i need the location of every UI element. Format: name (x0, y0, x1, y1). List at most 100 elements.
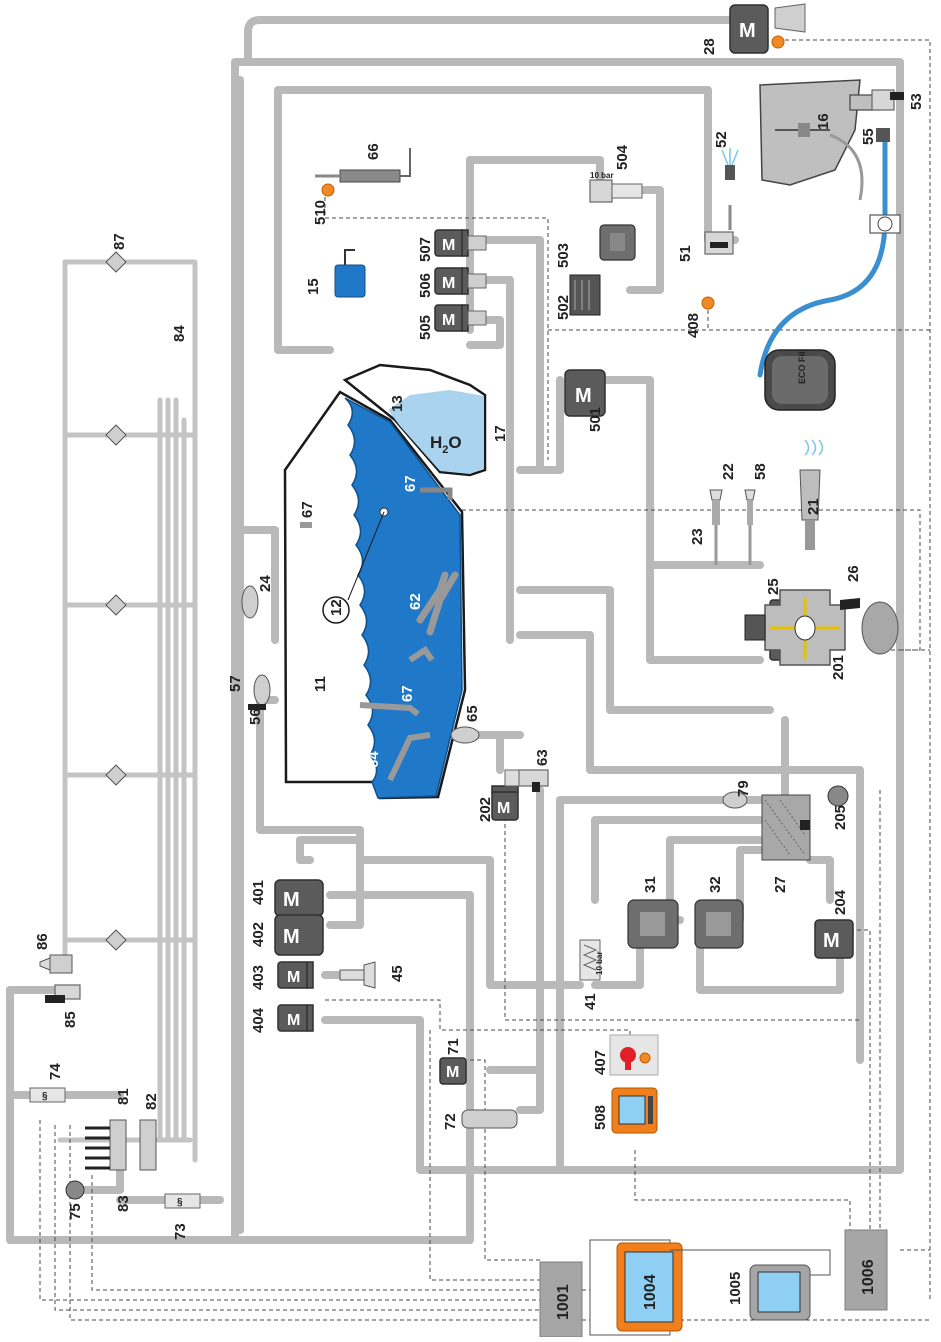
label-510: 510 (312, 200, 329, 225)
svg-text:10 bar: 10 bar (595, 951, 604, 975)
pump-31 (627, 899, 679, 949)
valve-85-86 (39, 954, 81, 1003)
svg-text:10 bar: 10 bar (590, 171, 614, 180)
spray-nozzles-87 (105, 251, 127, 951)
pump-32 (694, 899, 744, 949)
valve-504: 10 bar (589, 171, 643, 203)
valve-56-57 (248, 674, 271, 710)
valve-24 (241, 585, 259, 619)
nozzle-45 (339, 961, 376, 989)
eco-fill-text: ECO Fill (797, 349, 807, 384)
sensor-28-dot (771, 35, 785, 49)
valve-63 (504, 769, 549, 792)
label-41: 41 (582, 993, 599, 1010)
label-72: 72 (442, 1113, 459, 1130)
svg-text:M: M (739, 20, 756, 42)
label-201: 201 (830, 655, 847, 680)
label-52: 52 (713, 131, 730, 148)
display-508 (611, 1087, 658, 1134)
filter-27 (761, 794, 811, 861)
svg-text:M: M (442, 275, 455, 292)
label-31: 31 (642, 876, 659, 893)
label-87: 87 (111, 233, 128, 250)
label-22: 22 (720, 463, 737, 480)
label-21: 21 (805, 498, 822, 515)
sensor-22-23 (709, 489, 756, 565)
svg-text:1004: 1004 (642, 1274, 659, 1310)
label-67-a: 67 (402, 475, 419, 492)
label-62: 62 (407, 593, 424, 610)
svg-text:M: M (283, 926, 300, 948)
label-75: 75 (67, 1203, 84, 1220)
label-28: 28 (701, 38, 718, 55)
label-71: 71 (445, 1038, 462, 1055)
sensor-205 (827, 785, 849, 807)
label-51: 51 (677, 245, 694, 262)
motor-204: M (814, 919, 854, 959)
label-53: 53 (908, 93, 925, 110)
h2o-label: H2O (430, 433, 462, 456)
sensor-75 (65, 1180, 85, 1200)
label-503: 503 (555, 243, 572, 268)
label-26: 26 (845, 565, 862, 582)
svg-text:M: M (442, 237, 455, 254)
label-55: 55 (860, 128, 877, 145)
component-labels: 28 16 53 55 52 51 66 510 504 503 502 501… (34, 38, 925, 1305)
valve-65 (450, 726, 480, 744)
label-17: 17 (492, 425, 509, 442)
label-67-b: 67 (299, 501, 316, 518)
label-32: 32 (707, 876, 724, 893)
fan-74: § (29, 1087, 66, 1103)
label-408: 408 (685, 313, 702, 338)
eco-fill-canister: ECO Fill (757, 137, 901, 411)
sensor-408-dot (701, 296, 715, 310)
label-504: 504 (614, 144, 631, 170)
canister-icon (334, 249, 366, 298)
control-1004: 1004 (589, 1239, 683, 1336)
svg-text:§: § (42, 1091, 48, 1102)
label-63: 63 (534, 749, 551, 766)
control-1006: 1006 (844, 1229, 888, 1311)
motor-404: M (277, 1004, 314, 1032)
label-25: 25 (765, 578, 782, 595)
label-56: 56 (247, 708, 264, 725)
label-12: 12 (328, 599, 345, 616)
svg-text:1001: 1001 (555, 1284, 572, 1320)
label-58: 58 (752, 463, 769, 480)
label-27: 27 (772, 876, 789, 893)
svg-text:M: M (442, 312, 455, 329)
svg-text:§: § (177, 1197, 183, 1208)
label-86: 86 (34, 933, 51, 950)
label-24: 24 (257, 575, 274, 592)
label-505: 505 (417, 315, 434, 340)
label-16: 16 (815, 113, 832, 130)
motor-401: M (274, 879, 324, 917)
label-84: 84 (171, 325, 188, 342)
label-65: 65 (464, 705, 481, 722)
svg-text:M: M (497, 800, 510, 817)
sensor-510-dot (321, 183, 335, 197)
label-45: 45 (389, 965, 406, 982)
svg-text:M: M (446, 1064, 459, 1081)
motor-202: M (491, 785, 519, 821)
label-66: 66 (365, 143, 382, 160)
valve-stems-505-507 (467, 235, 487, 326)
svg-text:M: M (287, 1012, 300, 1029)
motor-507: M (434, 229, 469, 257)
label-23: 23 (689, 528, 706, 545)
main-cabinet-11: H2O (283, 363, 487, 800)
label-502: 502 (555, 295, 572, 320)
svg-text:M: M (823, 930, 840, 952)
valve-41: 10 bar (579, 939, 604, 981)
label-83: 83 (115, 1195, 132, 1212)
label-11: 11 (312, 676, 329, 692)
valve-51 (704, 148, 739, 255)
motor-501: M (564, 369, 606, 417)
motor-402: M (274, 914, 324, 956)
label-404: 404 (250, 1007, 267, 1033)
manifold-81-82-83 (85, 1119, 157, 1171)
label-79: 79 (735, 780, 752, 797)
pump-503 (599, 224, 636, 261)
label-57: 57 (227, 675, 244, 692)
